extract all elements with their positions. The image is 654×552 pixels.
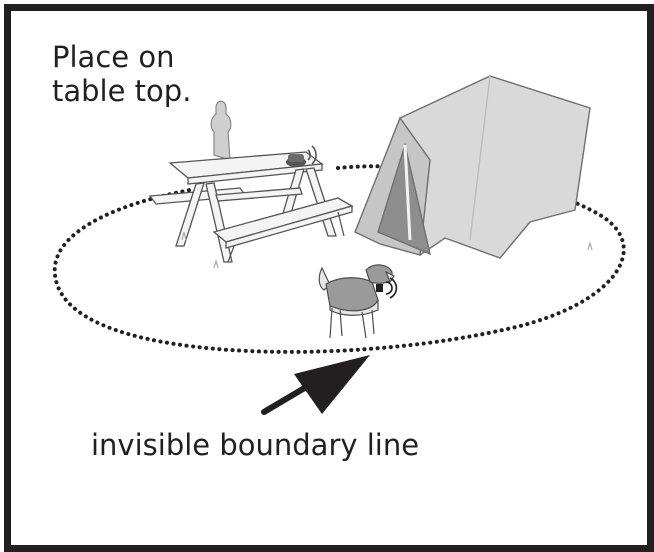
boundary-label: invisible boundary line <box>91 425 419 465</box>
instruction-text: Place on table top. <box>52 40 252 108</box>
tent-icon <box>355 76 590 258</box>
arrow-icon <box>264 355 370 414</box>
person-silhouette-icon <box>211 101 231 160</box>
picnic-table-icon <box>150 152 352 262</box>
beagle-dog-icon <box>319 265 394 338</box>
